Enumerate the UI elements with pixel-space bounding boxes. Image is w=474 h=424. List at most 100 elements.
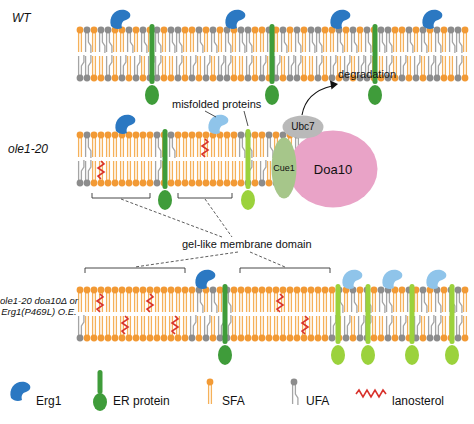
lipid-head [266,132,273,139]
lipid-head [119,335,126,342]
lipid-tail [78,56,79,75]
lipid-tail [148,138,149,157]
ufa-lipid [203,55,210,81]
protein-domain [218,345,232,365]
lipid-head [413,75,420,82]
lipid-head [84,75,91,82]
lipid-tail [347,293,348,312]
lipid-tail [417,315,420,335]
lipid-tail [288,293,289,312]
sfa-lipid [308,316,315,341]
lipid-tail [92,138,93,157]
sfa-lipid [441,287,448,312]
lipid-tail [190,316,191,335]
lipid-head [392,335,399,342]
sfa-lipid [182,287,189,312]
sfa-lipid [168,56,175,81]
lipid-tail [120,161,121,180]
lipid-tail [393,316,394,335]
lipid-head [133,287,140,294]
lipid-tail [326,33,327,52]
lipid-tail [389,293,392,313]
lipid-head [217,287,224,294]
lipid-head [84,132,91,139]
lipid-head [378,287,385,294]
sfa-lipid [105,132,112,157]
lipid-tail [92,161,93,180]
lipid-head [84,27,91,34]
lanosterol-molecule [277,294,283,312]
lipid-tail [228,293,231,313]
protein-domain [405,345,419,365]
lipid-tail [183,161,184,180]
lipid-tail [309,33,310,52]
lipid-head [441,287,448,294]
lipid-head [84,180,91,187]
lipid-head [196,335,203,342]
lipid-head [301,75,308,82]
lipid-head [105,287,112,294]
lipid-head [259,180,266,187]
sfa-lipid [315,316,322,341]
sfa-lipid [357,27,364,52]
sfa-lipid [392,27,399,52]
lipid-tail [239,33,240,52]
sfa-lipid [203,132,210,157]
sfa-lipid [91,161,98,186]
lipid-tail [382,293,385,313]
sfa-lipid [161,27,168,52]
lipid-tail [179,161,180,180]
ufa-lipid [77,160,84,186]
lipid-head [98,27,105,34]
lipid-tail [389,315,392,335]
lipid-head [238,180,245,187]
sfa-lipid [308,56,315,81]
ufa-lipid [287,55,294,81]
lipid-tail [165,56,166,75]
lipid-head [126,335,133,342]
sfa-lipid [161,316,168,341]
lipid-head [280,287,287,294]
lipid-tail [120,316,121,335]
lipid-head [266,335,273,342]
sfa-lipid [280,56,287,81]
lipid-tail [246,56,247,75]
lipid-head [252,132,259,139]
sfa-lipid [210,316,217,341]
lipid-head [420,75,427,82]
lipid-head [238,27,245,34]
lipid-tail [466,56,467,75]
lipid-tail [267,56,268,75]
lipid-tail [102,33,105,53]
ufa-lipid [133,55,140,81]
lipid-tail [95,138,96,157]
sfa-lipid [91,316,98,341]
sfa-lipid [189,27,196,52]
lipid-tail [445,316,446,335]
lipid-head [280,75,287,82]
er-protein [445,284,459,365]
lipid-tail [445,33,446,52]
lipid-tail [95,33,96,52]
lipid-tail [176,56,177,75]
lipid-tail [393,33,394,52]
sfa-lipid [168,161,175,186]
lipid-tail [88,55,91,75]
sfa-lipid [189,161,196,186]
lipid-head [245,75,252,82]
lipid-head [399,75,406,82]
lipid-tail [323,293,324,312]
lipid-head [98,75,105,82]
lipid-tail [120,138,121,157]
lipid-tail [340,33,343,53]
lipid-head [147,335,154,342]
lipid-tail [309,316,310,335]
erg1-protein [115,115,135,134]
lipid-tail [165,293,166,312]
lipid-head [273,287,280,294]
lipid-tail [95,293,96,312]
lipid-tail [270,293,271,312]
lipid-tail [134,56,135,75]
lipid-tail [249,33,252,53]
